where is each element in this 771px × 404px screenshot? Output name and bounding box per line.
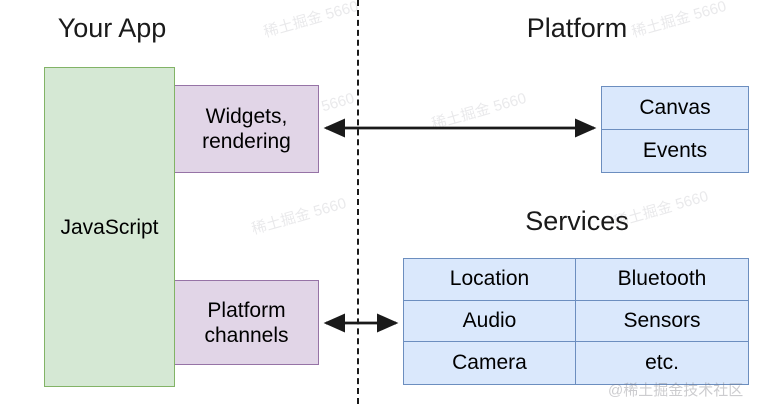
rendering-connector	[323, 118, 597, 138]
channels-connector	[323, 313, 399, 333]
box-widgets-rendering-label: Widgets,rendering	[202, 105, 291, 153]
service-cell-location: Location	[404, 259, 576, 301]
service-cell-location-label: Location	[449, 267, 530, 291]
service-cell-etc-label: etc.	[645, 351, 679, 375]
cell-events: Events	[602, 129, 748, 172]
box-widgets-rendering: Widgets,rendering	[174, 85, 319, 173]
service-cell-camera-label: Camera	[452, 351, 527, 375]
service-cell-bluetooth-label: Bluetooth	[617, 267, 707, 291]
cell-events-label: Events	[642, 139, 708, 162]
watermark-tile: 稀土掘金 5660	[249, 194, 349, 239]
service-cell-etc: etc.	[576, 342, 748, 384]
cell-canvas-label: Canvas	[639, 96, 711, 119]
services-grid: Location Bluetooth Audio Sensors Camera …	[403, 258, 749, 385]
vertical-dashed-divider	[357, 0, 359, 404]
service-cell-audio: Audio	[404, 300, 576, 343]
box-canvas-events: Canvas Events	[601, 86, 749, 173]
service-cell-sensors-label: Sensors	[623, 308, 701, 332]
service-cell-audio-label: Audio	[462, 308, 517, 332]
section-title-your-app: Your App	[57, 13, 167, 43]
cell-canvas: Canvas	[602, 87, 748, 129]
box-javascript: JavaScript	[44, 67, 175, 387]
watermark-tile: 稀土掘金 5660	[261, 0, 361, 42]
box-javascript-label: JavaScript	[60, 215, 159, 239]
section-title-services: Services	[525, 206, 629, 236]
section-title-platform: Platform	[526, 13, 628, 43]
service-cell-sensors: Sensors	[576, 301, 748, 343]
service-cell-bluetooth: Bluetooth	[576, 259, 748, 301]
service-cell-camera: Camera	[404, 342, 576, 384]
